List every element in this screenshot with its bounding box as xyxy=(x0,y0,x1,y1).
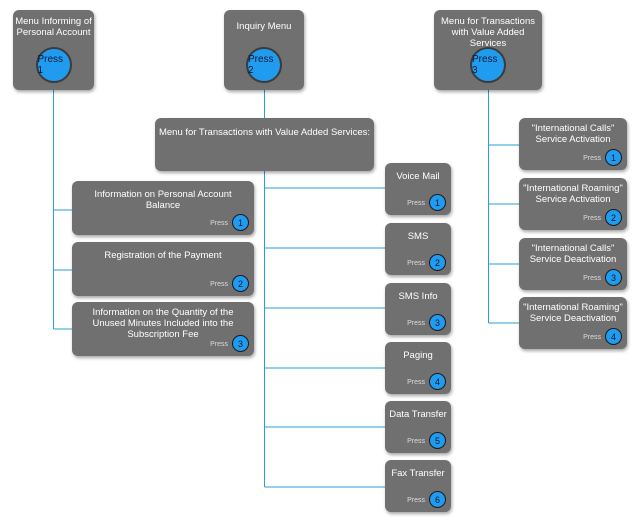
vas-item-roaming-deactivation[interactable]: "International Roaming" Service Deactiva… xyxy=(519,297,627,349)
item-label: Paging xyxy=(403,350,433,361)
vas-item-roaming-activation[interactable]: "International Roaming" Service Activati… xyxy=(519,178,627,230)
account-item-balance[interactable]: Information on Personal Account Balance … xyxy=(72,181,254,235)
press-label: Press xyxy=(583,334,601,341)
root-menu-inquiry[interactable]: Inquiry Menu Press 2 xyxy=(224,10,304,90)
item-label: Information on the Quantity of the Unuse… xyxy=(92,307,234,340)
root-menu-title: Inquiry Menu xyxy=(236,21,292,32)
option-2-button[interactable]: 2 xyxy=(232,275,249,292)
press-3-button[interactable]: Press 3 xyxy=(470,47,506,83)
account-item-unused-minutes[interactable]: Information on the Quantity of the Unuse… xyxy=(72,302,254,356)
option-3-button[interactable]: 3 xyxy=(605,269,622,286)
press-label: Press xyxy=(407,438,425,445)
inquiry-item-sms-info[interactable]: SMS Info Press 3 xyxy=(385,283,451,335)
option-1-button[interactable]: 1 xyxy=(232,214,249,231)
press-2-button[interactable]: Press 2 xyxy=(246,47,282,83)
item-label: Fax Transfer xyxy=(391,468,445,479)
inquiry-item-data-transfer[interactable]: Data Transfer Press 5 xyxy=(385,401,451,453)
option-1-button[interactable]: 1 xyxy=(429,194,446,211)
item-label: "International Calls" Service Deactivati… xyxy=(529,243,617,265)
inquiry-item-voice-mail[interactable]: Voice Mail Press 1 xyxy=(385,163,451,215)
account-item-payment[interactable]: Registration of the Payment Press 2 xyxy=(72,242,254,296)
item-label: "International Roaming" Service Activati… xyxy=(523,183,623,205)
root-menu-value-added-services[interactable]: Menu for Transactions with Value Added S… xyxy=(434,10,542,90)
press-label: Press xyxy=(407,200,425,207)
item-label: Information on Personal Account Balance xyxy=(94,189,232,211)
press-label: Press xyxy=(407,497,425,504)
press-label: Press xyxy=(210,220,228,227)
press-label: Press xyxy=(210,281,228,288)
press-label: Press xyxy=(210,341,228,348)
inquiry-item-paging[interactable]: Paging Press 4 xyxy=(385,342,451,394)
press-label: Press xyxy=(583,155,601,162)
option-2-button[interactable]: 2 xyxy=(605,209,622,226)
inquiry-item-fax-transfer[interactable]: Fax Transfer Press 6 xyxy=(385,460,451,512)
press-label: Press xyxy=(407,260,425,267)
submenu-header-box: Menu for Transactions with Value Added S… xyxy=(155,118,374,171)
root-menu-title: Menu Informing of Personal Account xyxy=(15,16,92,38)
option-2-button[interactable]: 2 xyxy=(429,254,446,271)
option-4-button[interactable]: 4 xyxy=(605,328,622,345)
press-1-button[interactable]: Press 1 xyxy=(35,47,72,83)
item-label: Voice Mail xyxy=(396,171,440,182)
press-label: Press xyxy=(407,320,425,327)
submenu-header-title: Menu for Transactions with Value Added S… xyxy=(158,127,371,138)
item-label: SMS Info xyxy=(398,291,438,302)
root-menu-personal-account[interactable]: Menu Informing of Personal Account Press… xyxy=(13,10,94,90)
option-5-button[interactable]: 5 xyxy=(429,432,446,449)
press-label: Press xyxy=(583,275,601,282)
option-6-button[interactable]: 6 xyxy=(429,491,446,508)
option-3-button[interactable]: 3 xyxy=(429,314,446,331)
option-1-button[interactable]: 1 xyxy=(605,149,622,166)
vas-item-calls-deactivation[interactable]: "International Calls" Service Deactivati… xyxy=(519,238,627,290)
root-menu-title: Menu for Transactions with Value Added S… xyxy=(441,16,535,49)
press-label: Press xyxy=(407,379,425,386)
item-label: Registration of the Payment xyxy=(104,250,222,261)
option-4-button[interactable]: 4 xyxy=(429,373,446,390)
item-label: SMS xyxy=(407,231,429,242)
inquiry-item-sms[interactable]: SMS Press 2 xyxy=(385,223,451,275)
item-label: "International Roaming" Service Deactiva… xyxy=(523,302,623,324)
option-3-button[interactable]: 3 xyxy=(232,335,249,352)
vas-item-calls-activation[interactable]: "International Calls" Service Activation… xyxy=(519,118,627,170)
press-label: Press xyxy=(583,215,601,222)
item-label: Data Transfer xyxy=(389,409,447,420)
item-label: "International Calls" Service Activation xyxy=(531,123,615,145)
